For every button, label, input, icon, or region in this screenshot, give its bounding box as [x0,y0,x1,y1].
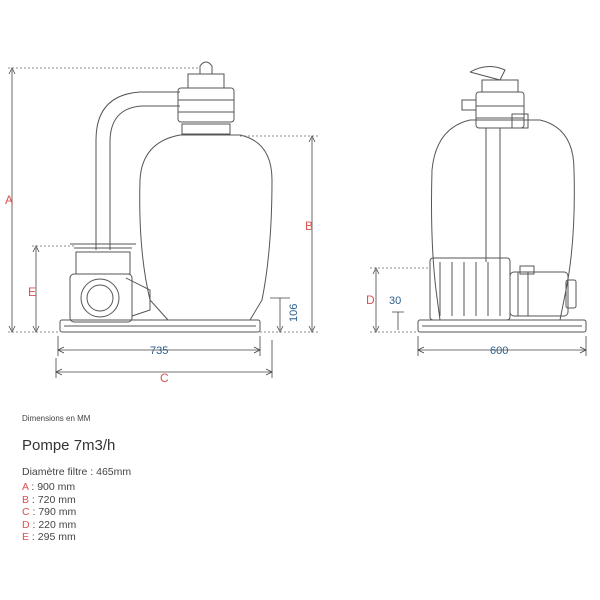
dimension-value: : 900 mm [28,481,76,493]
dimension-list: A : 900 mm B : 720 mm C : 790 mm D : 220… [22,481,582,544]
right-valve-body [475,91,525,129]
right-valve-handle [469,66,506,81]
label-600: 600 [490,345,508,357]
dimension-row: E : 295 mm [22,531,582,544]
left-valve-handle [199,61,213,74]
filter-diameter: Diamètre filtre : 465mm [22,466,132,478]
left-tank [139,134,273,321]
technical-drawing: A B E D C 735 600 106 30 [5,61,587,385]
left-pump-port [80,278,120,318]
dimension-row: A : 900 mm [22,481,582,494]
left-valve-top [187,73,225,89]
label-30: 30 [389,295,401,307]
right-valve-top [481,79,519,93]
units-note: Dimensions en MM [22,414,91,423]
dimension-row: C : 790 mm [22,506,582,519]
dimension-key: C [22,506,30,518]
right-tank [431,119,575,321]
label-106: 106 [288,304,300,322]
product-title: Pompe 7m3/h [22,437,116,454]
label-c: C [160,371,169,385]
right-pipe [485,128,501,262]
dimension-key: E [22,531,30,543]
label-a: A [5,193,13,207]
left-valve-body [177,87,235,123]
left-valve-collar [181,123,231,135]
dimension-row: D : 220 mm [22,519,582,532]
right-pump-housing [429,257,511,321]
dimension-value: : 220 mm [29,518,77,531]
left-pipe-inner [109,105,180,250]
dimension-key: B [22,493,30,506]
dimension-value: : 295 mm [29,531,76,543]
dimension-key: A [22,481,29,493]
label-b: B [305,219,313,233]
dimension-value: : 790 mm [29,506,77,518]
right-motor-cap [565,279,577,309]
label-735: 735 [150,345,168,357]
right-motor [509,271,569,317]
left-pump-body [69,273,133,323]
label-e: E [28,285,36,299]
dimension-value: : 720 mm [29,493,76,506]
dimension-row: B : 720 mm [22,494,582,507]
left-base-plate [59,319,261,333]
label-d: D [366,293,375,307]
dimension-key: D [22,518,30,531]
spec-panel: Dimensions en MM Pompe 7m3/h Diamètre fi… [22,414,582,544]
left-pipe-outer [95,91,180,250]
left-pump-head [75,251,131,275]
